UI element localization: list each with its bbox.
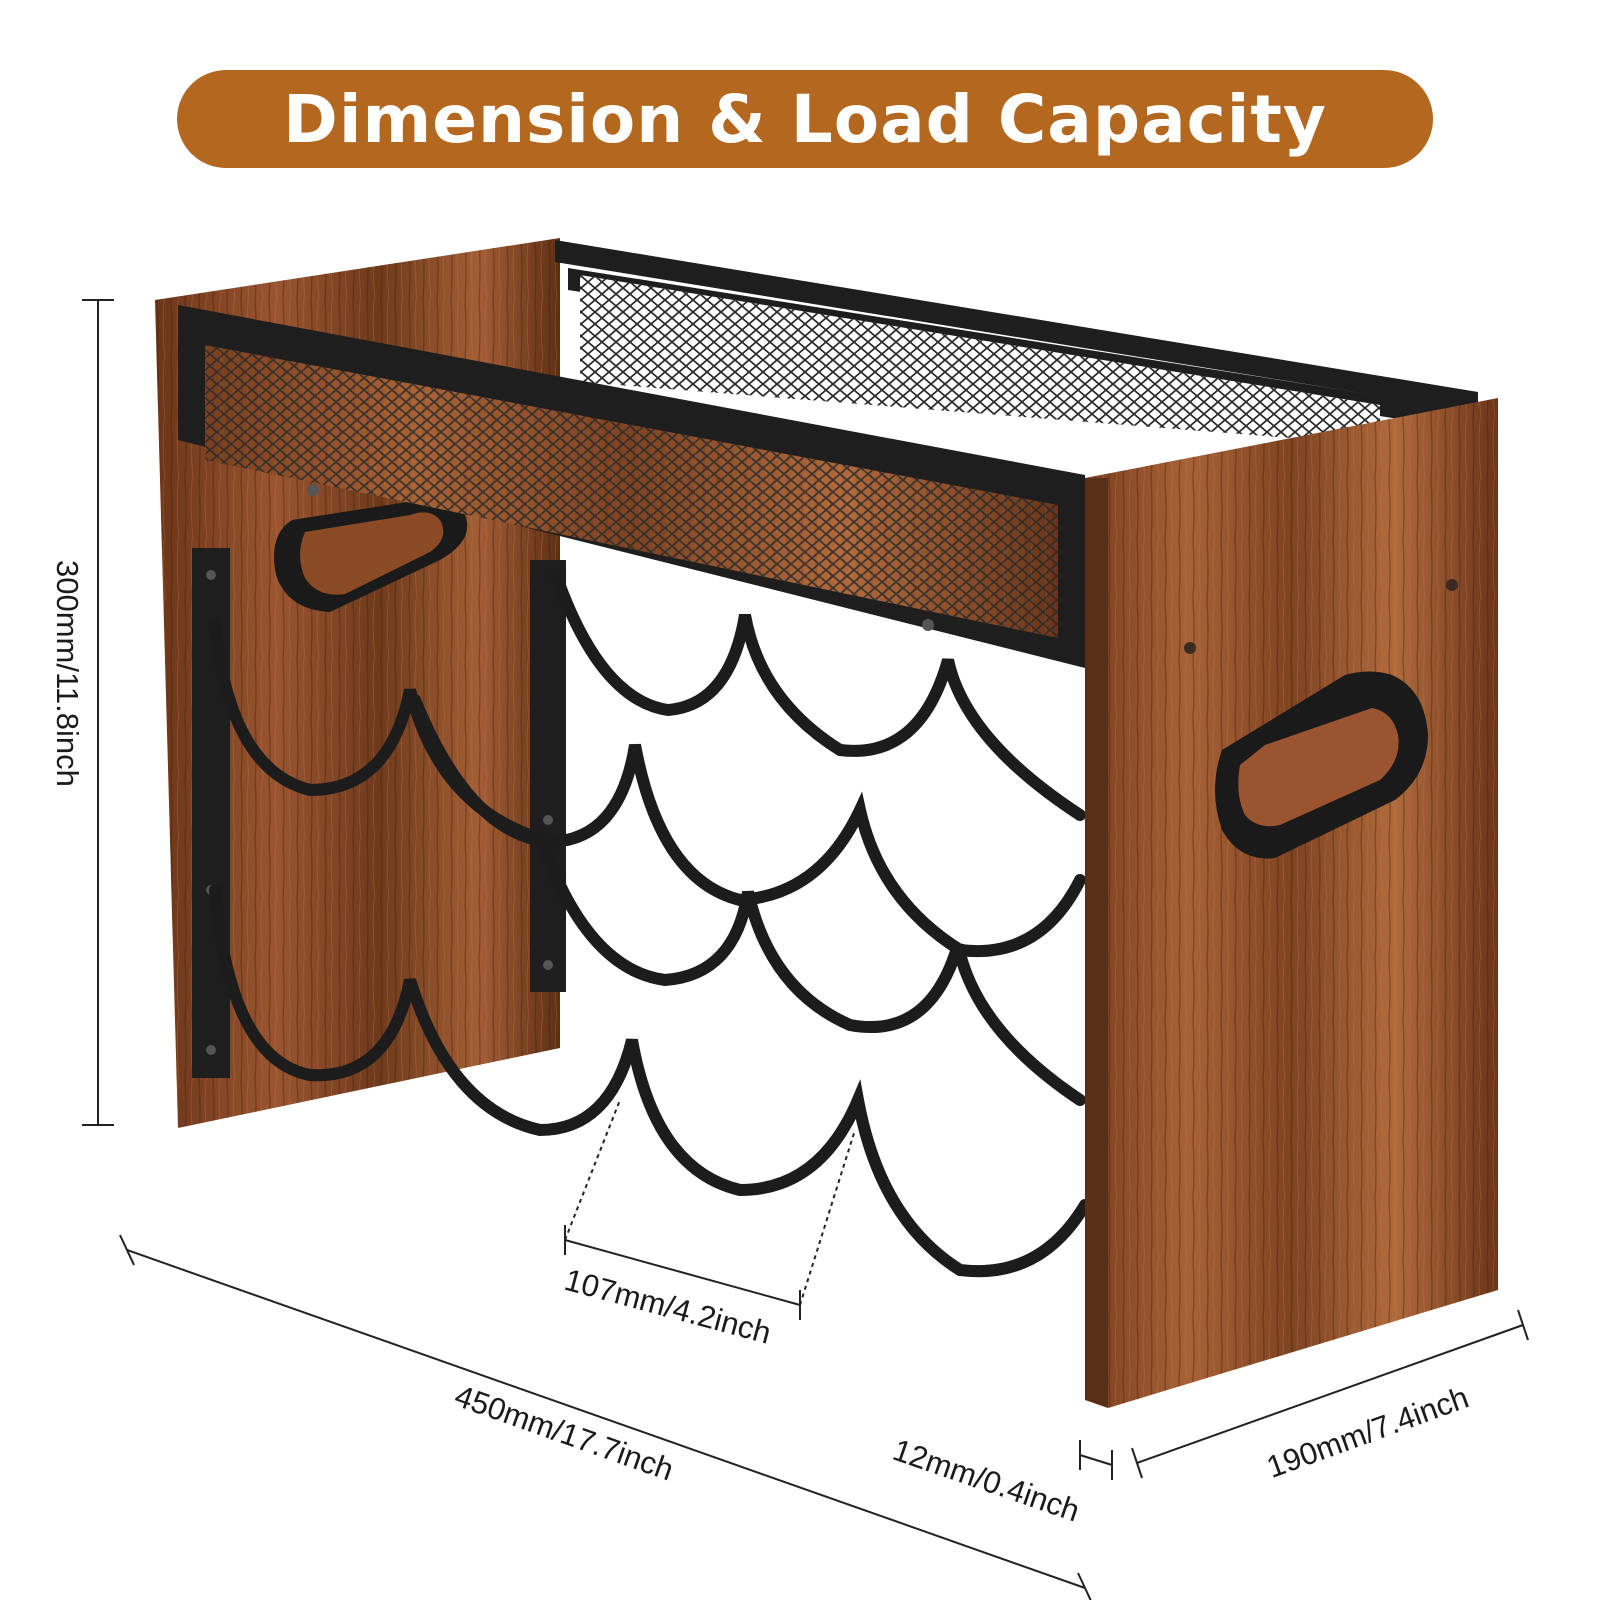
slot-spacing-dimension-line — [564, 1099, 856, 1320]
left-handle — [274, 499, 468, 612]
wire-rack — [209, 569, 1091, 1278]
right-handle — [1215, 671, 1428, 859]
width-dimension-line — [119, 1234, 1092, 1600]
depth-dimension-line — [1131, 1309, 1529, 1479]
title-banner: Dimension & Load Capacity — [177, 70, 1433, 168]
height-dimension-line — [82, 299, 114, 1126]
height-label: 300mm/11.8inch — [50, 560, 85, 787]
banner-title: Dimension & Load Capacity — [283, 80, 1327, 158]
thickness-dimension-line — [1079, 1440, 1113, 1480]
